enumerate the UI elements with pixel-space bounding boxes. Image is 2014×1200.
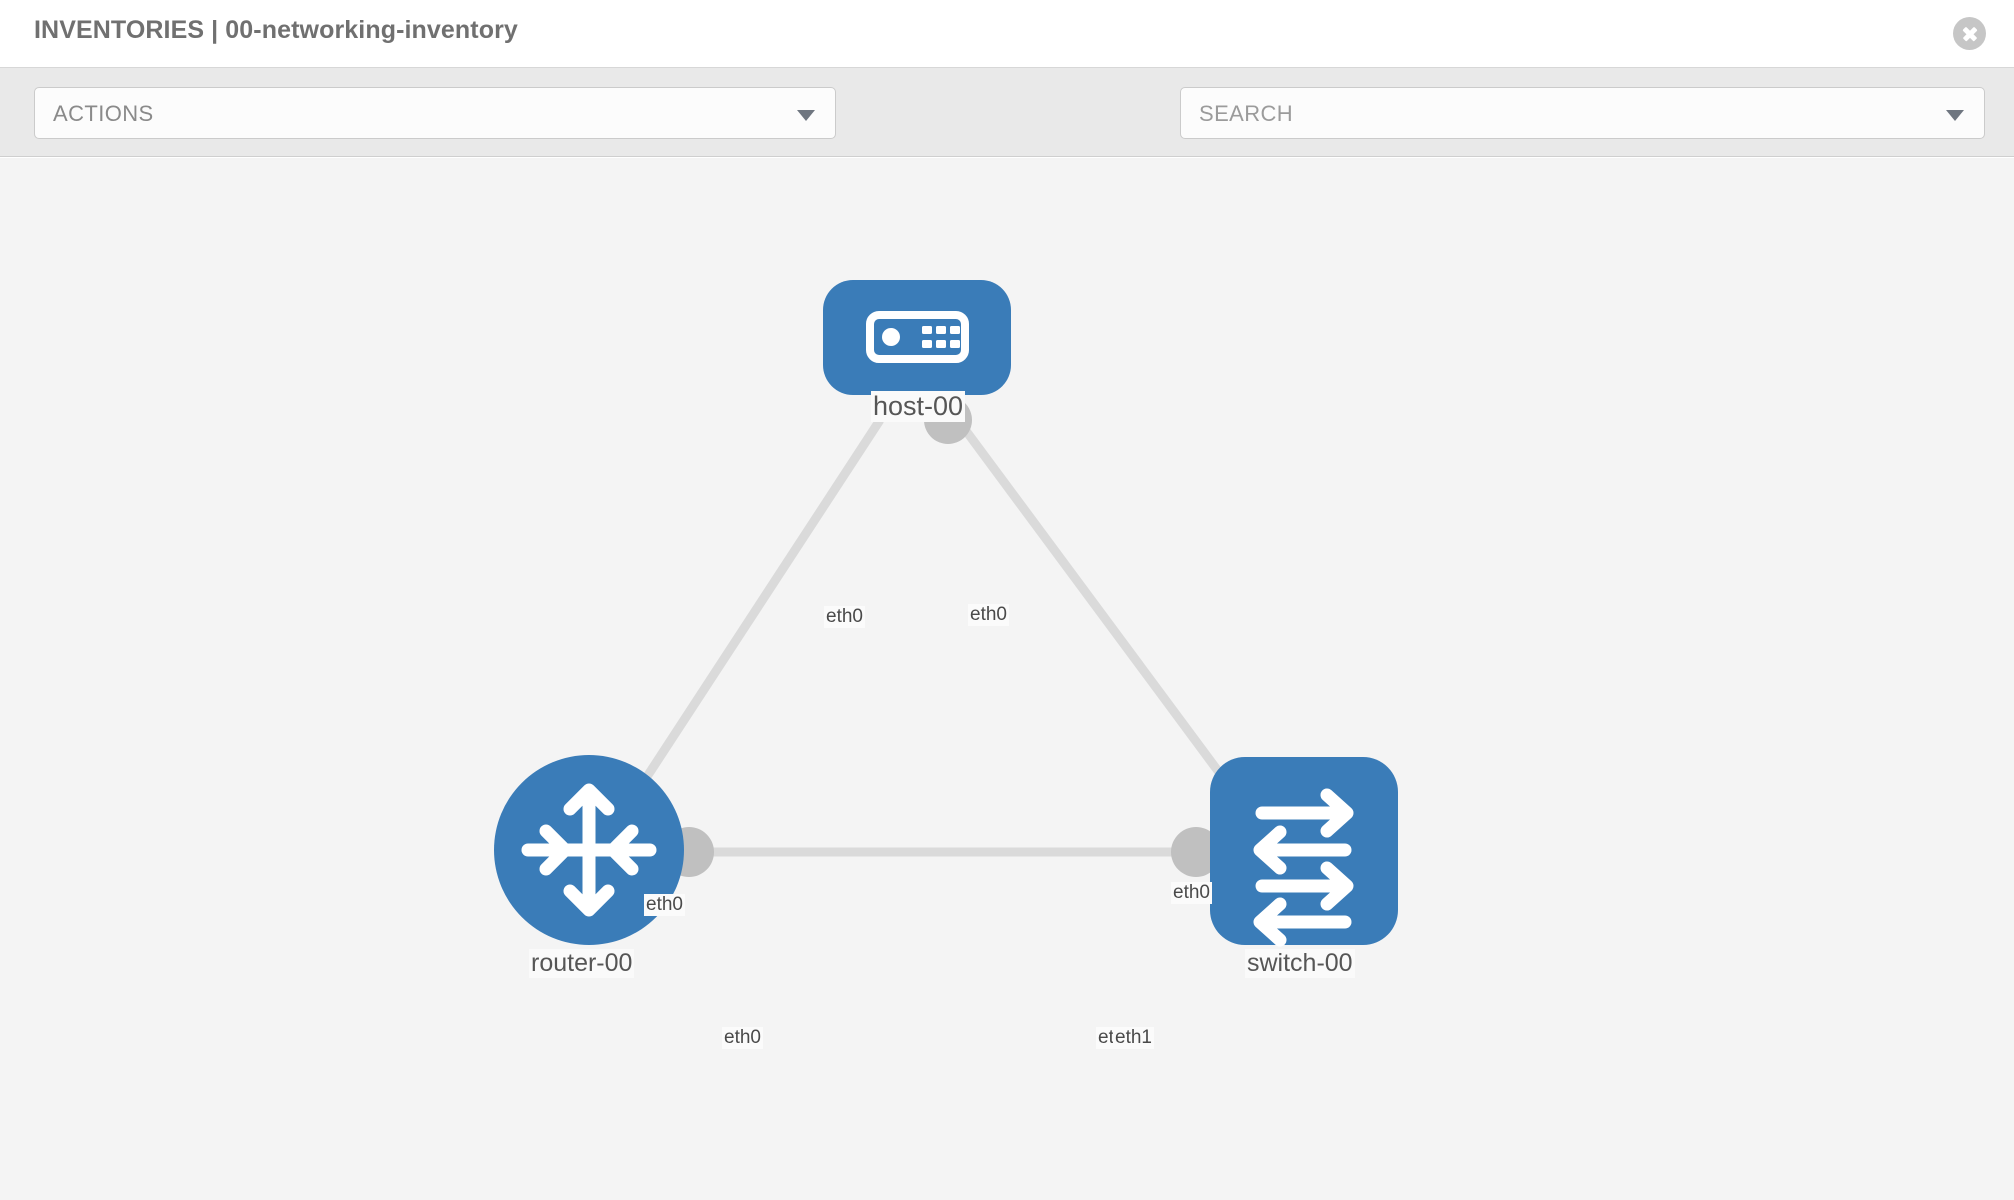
iface-label-host00-left: eth0 xyxy=(824,606,865,628)
page-header: INVENTORIES | 00-networking-inventory xyxy=(0,0,2014,68)
close-icon[interactable] xyxy=(1953,17,1986,50)
iface-knob xyxy=(1171,827,1221,877)
topology-graph xyxy=(494,280,1398,947)
iface-label-router00-eth0: eth0 xyxy=(722,1027,763,1049)
node-host-00[interactable] xyxy=(823,280,1011,395)
link-host00-switch00 xyxy=(954,417,1242,801)
node-label-router-00: router-00 xyxy=(529,949,635,978)
interface-connectors xyxy=(664,396,1264,877)
actions-dropdown[interactable]: ACTIONS xyxy=(34,87,836,139)
node-label-host-00: host-00 xyxy=(871,391,966,422)
link-host00-router00 xyxy=(616,417,884,821)
topology-links xyxy=(616,417,1242,857)
search-placeholder: SEARCH xyxy=(1199,101,1294,126)
topology-canvas[interactable]: host-00 router-00 switch-00 eth0 eth0 et… xyxy=(0,158,2014,1200)
actions-dropdown-label: ACTIONS xyxy=(53,101,154,126)
chevron-down-icon[interactable] xyxy=(1946,110,1964,121)
page-title: INVENTORIES | 00-networking-inventory xyxy=(34,16,518,44)
toolbar: ACTIONS SEARCH xyxy=(0,68,2014,199)
search-input[interactable]: SEARCH xyxy=(1180,87,1985,139)
node-label-switch-00: switch-00 xyxy=(1245,949,1355,978)
node-switch-00[interactable] xyxy=(1210,757,1398,947)
iface-label-switch00-up: eth0 xyxy=(1171,882,1212,904)
node-router-00[interactable] xyxy=(494,755,684,945)
chevron-down-icon xyxy=(797,110,815,121)
iface-label-switch00-eth1: eth1 xyxy=(1113,1027,1154,1049)
iface-label-router00-up: eth0 xyxy=(644,894,685,916)
iface-label-host00-right: eth0 xyxy=(968,604,1009,626)
